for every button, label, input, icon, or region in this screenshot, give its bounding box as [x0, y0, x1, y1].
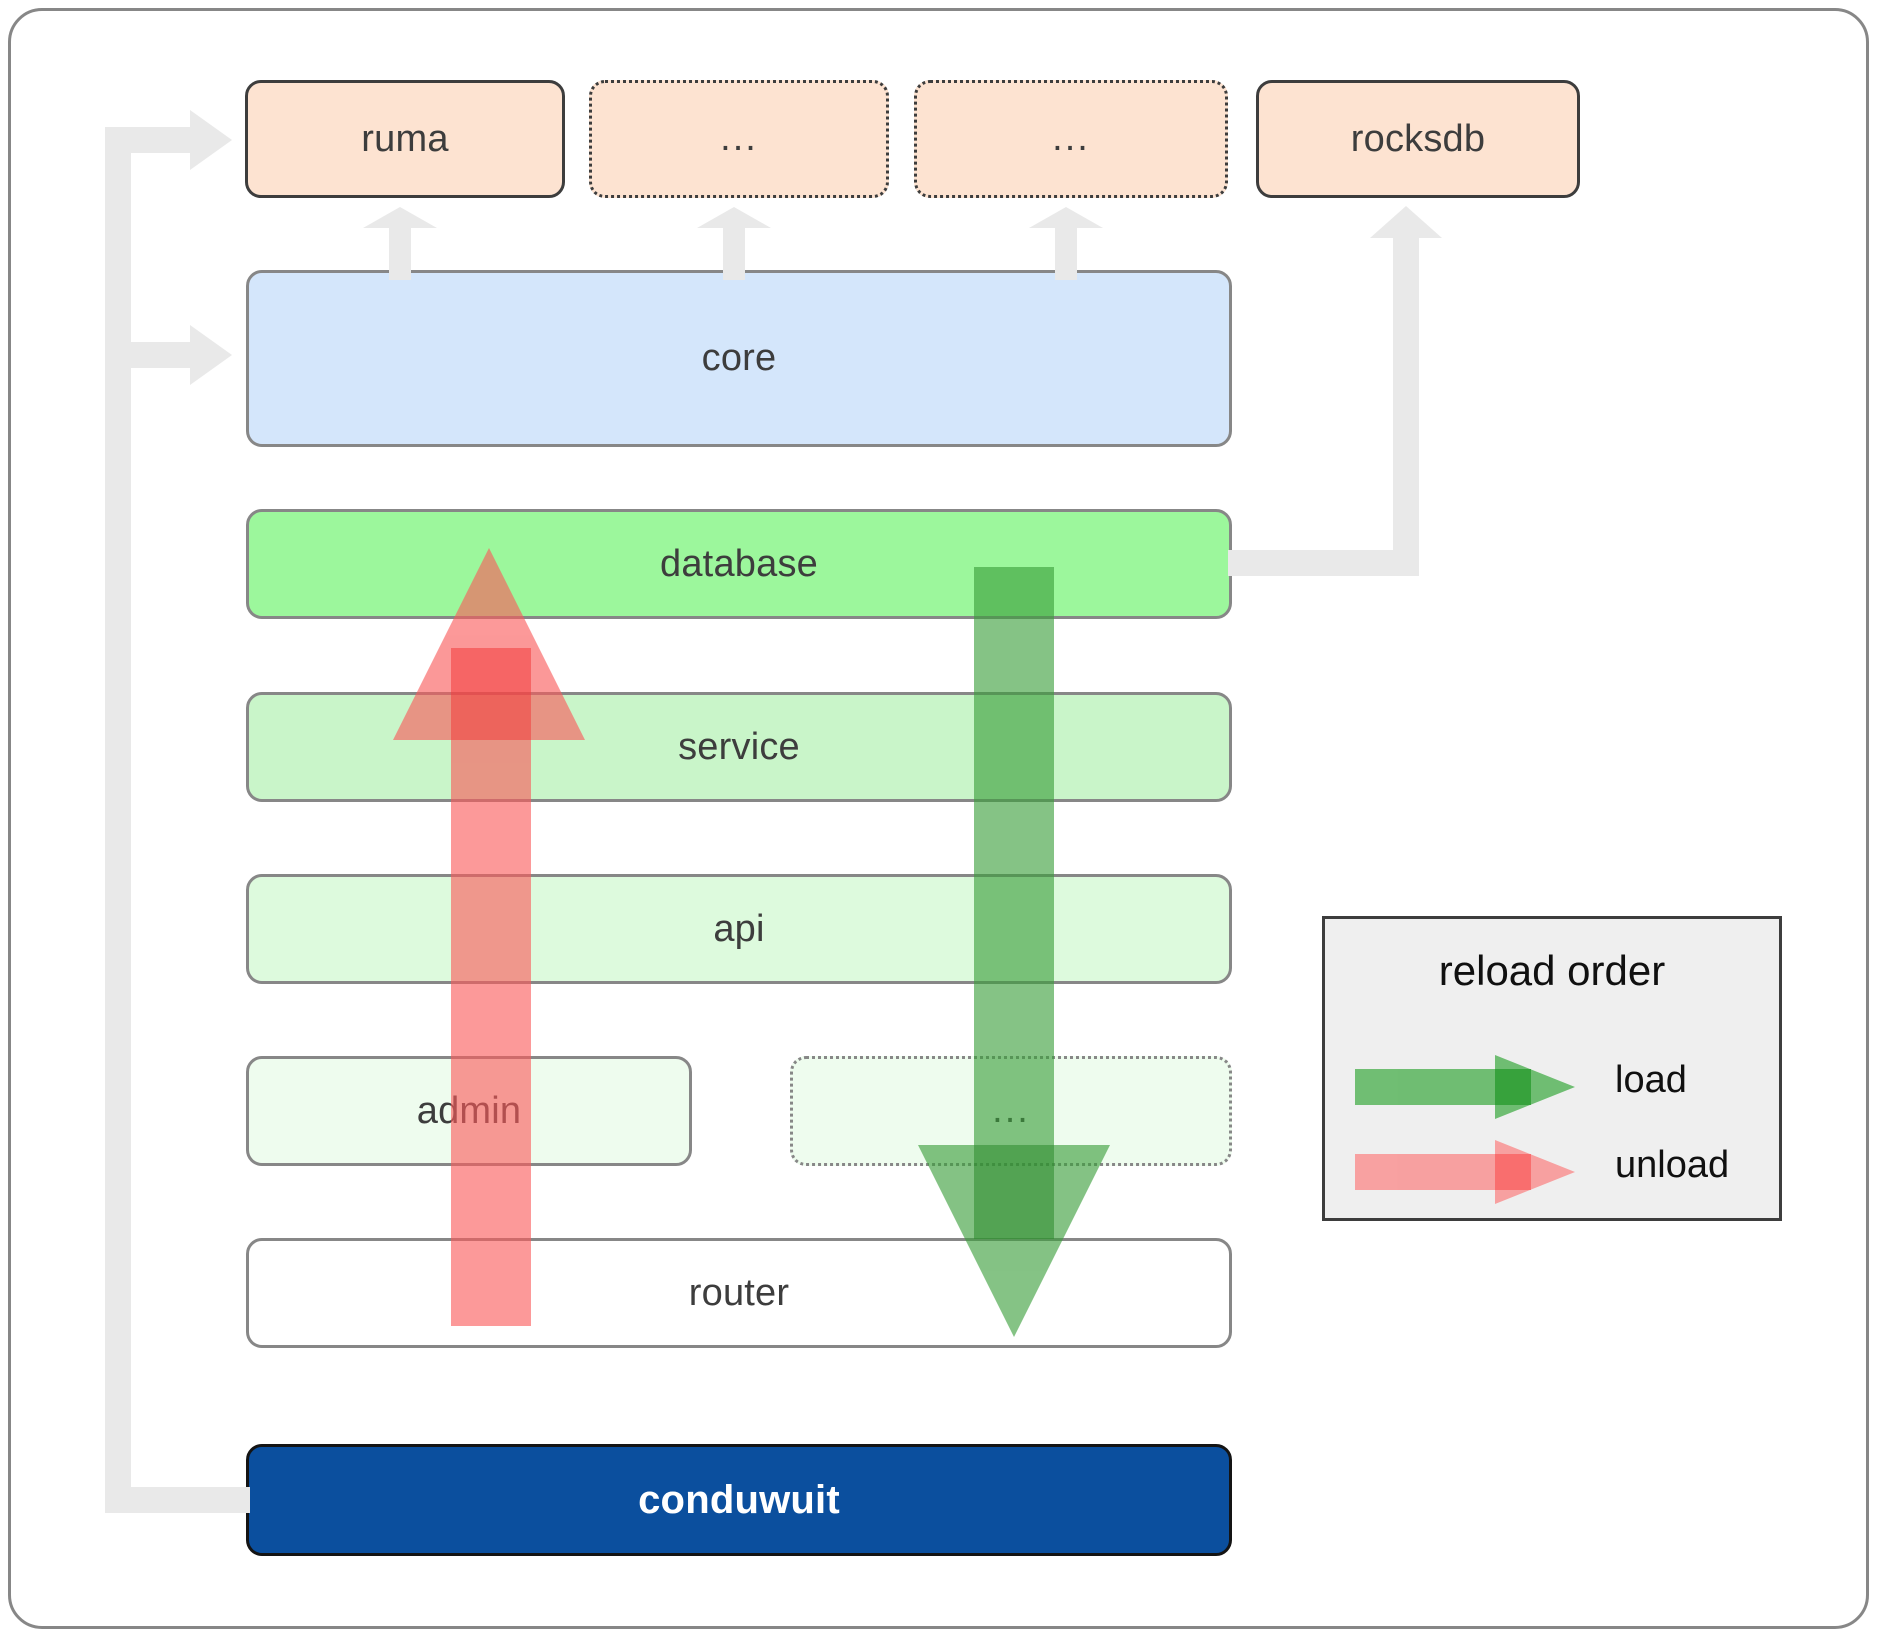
crate-ellipsis-1-label: ... — [720, 117, 758, 160]
layer-admin-label: admin — [416, 1089, 522, 1132]
legend-row-unload: unload — [1325, 1124, 1779, 1220]
legend-row-load: load — [1325, 1039, 1779, 1135]
legend-title: reload order — [1438, 947, 1666, 994]
layer-database-label: database — [660, 542, 818, 585]
connector-core-to-crates — [363, 207, 1103, 280]
layer-router-label: router — [688, 1271, 790, 1314]
connector-arrowhead-core — [190, 325, 232, 385]
crate-ellipsis-2[interactable]: ... — [914, 80, 1228, 198]
crate-ruma[interactable]: ruma — [245, 80, 565, 198]
legend-load-arrow-icon — [1355, 1055, 1575, 1119]
connector-arrowhead-ruma — [190, 110, 232, 170]
connector-conduwuit-spine — [105, 127, 250, 1513]
legend-box: reload order load unload — [1322, 916, 1782, 1221]
core-label: core — [701, 337, 777, 379]
layer-ellipsis-label: ... — [992, 1089, 1030, 1132]
legend-unload-arrow-icon — [1355, 1140, 1575, 1204]
root-conduwuit-label: conduwuit — [638, 1477, 840, 1522]
connector-database-to-rocksdb — [1228, 235, 1419, 576]
connector-arrowhead-rocksdb — [1370, 206, 1442, 238]
layer-api-label: api — [713, 907, 765, 950]
crate-ellipsis-1[interactable]: ... — [589, 80, 889, 198]
crate-rocksdb[interactable]: rocksdb — [1256, 80, 1580, 198]
layer-api[interactable]: api — [246, 874, 1232, 984]
crate-rocksdb-label: rocksdb — [1350, 117, 1486, 160]
legend-load-label: load — [1615, 1059, 1687, 1101]
crate-ellipsis-2-label: ... — [1052, 117, 1090, 160]
crate-ruma-label: ruma — [361, 117, 449, 160]
layer-service-label: service — [678, 725, 800, 768]
root-conduwuit[interactable]: conduwuit — [246, 1444, 1232, 1556]
legend-unload-label: unload — [1615, 1144, 1730, 1186]
